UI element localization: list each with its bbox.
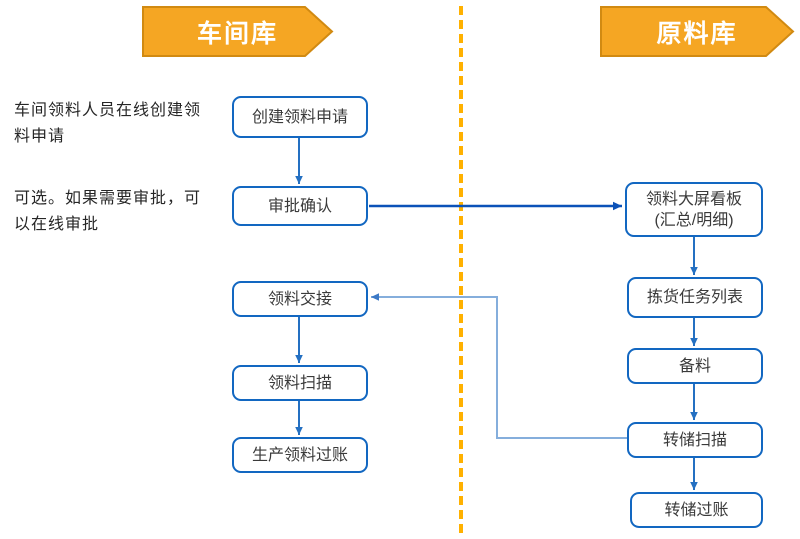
- node-dashboard-line2: (汇总/明细): [654, 211, 734, 229]
- node-picking-task-list: 拣货任务列表: [627, 277, 763, 318]
- node-material-prepare: 备料: [627, 348, 763, 384]
- node-approval-confirm: 审批确认: [232, 186, 368, 226]
- note-optional-approval: 可选。如果需要审批，可以在线审批: [14, 190, 202, 233]
- node-material-handover: 领料交接: [232, 281, 368, 317]
- node-material-scan: 领料扫描: [232, 365, 368, 401]
- workshop-banner-shape: [142, 6, 334, 57]
- arrow-transferscan-to-handover: [371, 293, 628, 439]
- node-transfer-posting: 转储过账: [630, 492, 763, 528]
- node-transfer-scan: 转储扫描: [627, 422, 763, 458]
- node-create-request: 创建领料申请: [232, 96, 368, 138]
- node-production-posting: 生产领料过账: [232, 437, 368, 473]
- warehouse-banner-shape: [600, 6, 795, 57]
- node-dashboard: 领料大屏看板 (汇总/明细): [625, 182, 763, 237]
- note-online-create: 车间领料人员在线创建领料申请: [14, 102, 202, 145]
- node-dashboard-line1: 领料大屏看板: [645, 190, 742, 208]
